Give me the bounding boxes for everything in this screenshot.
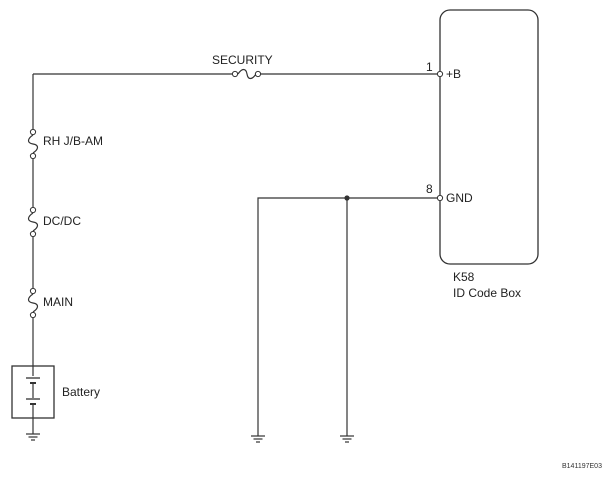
dcdc-fuse-label: DC/DC xyxy=(43,214,81,228)
pin-8-name: GND xyxy=(446,191,473,205)
component-code: K58 xyxy=(453,270,475,284)
dcdc-fuse-terminal-top xyxy=(29,206,37,214)
pin-1-name: +B xyxy=(446,67,461,81)
main-fuse-label: MAIN xyxy=(43,295,73,309)
pin-1-number: 1 xyxy=(426,60,433,74)
dcdc-fuse-terminal-bottom xyxy=(29,230,37,238)
pin-1-terminal xyxy=(436,70,444,78)
security-fuse-terminal-right xyxy=(254,70,262,78)
ground-icon-left xyxy=(251,435,265,443)
gnd-wire-main xyxy=(257,197,437,436)
pin-8-terminal xyxy=(436,194,444,202)
component-name: ID Code Box xyxy=(453,286,521,300)
security-fuse-terminal-left xyxy=(231,70,239,78)
rh-jb-am-fuse-terminal-top xyxy=(29,128,37,136)
battery-label: Battery xyxy=(62,385,100,399)
security-fuse-label: SECURITY xyxy=(212,53,273,67)
rh-jb-am-fuse-element xyxy=(27,134,39,154)
id-code-box-outline xyxy=(439,9,539,265)
rh-jb-am-fuse-terminal-bottom xyxy=(29,152,37,160)
dcdc-fuse-element xyxy=(27,212,39,232)
main-fuse-terminal-bottom xyxy=(29,311,37,319)
main-fuse-terminal-top xyxy=(29,287,37,295)
pin-8-number: 8 xyxy=(426,182,433,196)
rh-jb-am-fuse-label: RH J/B-AM xyxy=(43,134,103,148)
figure-id: B141197E03 xyxy=(562,463,602,470)
ground-icon-right xyxy=(340,435,354,443)
security-fuse-element xyxy=(237,68,257,80)
battery-ground-icon xyxy=(26,433,40,441)
main-fuse-element xyxy=(27,293,39,313)
